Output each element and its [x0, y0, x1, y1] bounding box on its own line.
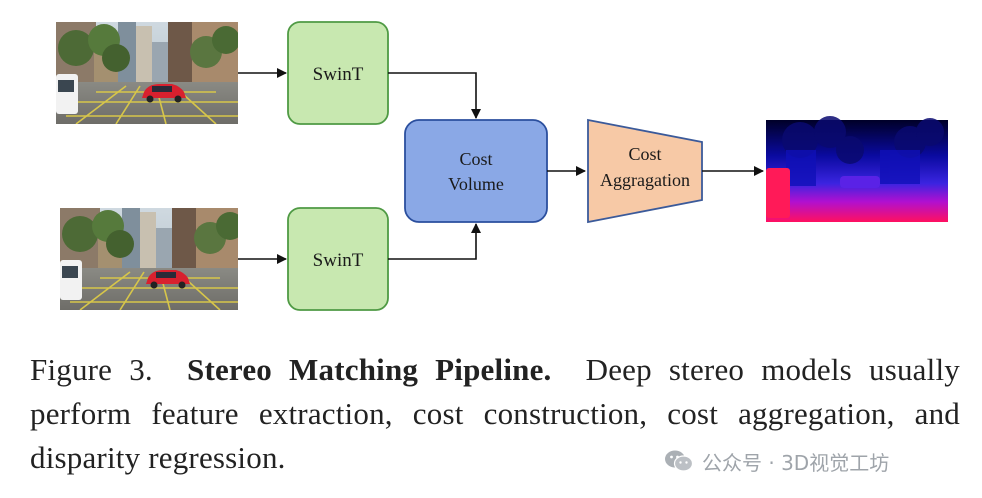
caption-body: Deep stereo models usually perform featu…: [30, 352, 960, 475]
wechat-icon: [665, 450, 694, 472]
caption-prefix: Figure 3.: [30, 352, 153, 387]
pipeline-diagram: SwinT SwinT Cost Volume Cost Aggragation: [56, 21, 948, 311]
watermark: 公众号 · 3D视觉工坊: [664, 446, 889, 476]
caption-title: Stereo Matching Pipeline.: [187, 352, 552, 387]
swin-encoder-top: SwinT: [287, 21, 389, 125]
watermark-text: 公众号 · 3D视觉工坊: [702, 450, 890, 475]
swin-bottom-label: SwinT: [313, 250, 364, 271]
cost-volume-label-line1: Cost: [459, 149, 492, 169]
swin-top-label: SwinT: [313, 64, 364, 85]
left-image-top: [56, 22, 238, 124]
cost-volume-node: Cost Volume: [404, 119, 548, 223]
figure-caption: Figure 3. Stereo Matching Pipeline. Deep…: [30, 348, 960, 480]
cost-aggregation-node: Cost Aggragation: [587, 118, 703, 224]
swin-encoder-bottom: SwinT: [287, 207, 389, 311]
arrow-swin-top-to-cost-volume: [388, 72, 481, 119]
left-image-bottom: [59, 208, 238, 310]
disparity-map-image: [766, 116, 948, 222]
cost-aggregation-label-line2: Aggragation: [600, 170, 690, 190]
cost-volume-label-line2: Volume: [448, 174, 504, 194]
arrow-swin-bottom-to-cost-volume: [388, 223, 481, 260]
cost-aggregation-label-line1: Cost: [628, 144, 661, 164]
